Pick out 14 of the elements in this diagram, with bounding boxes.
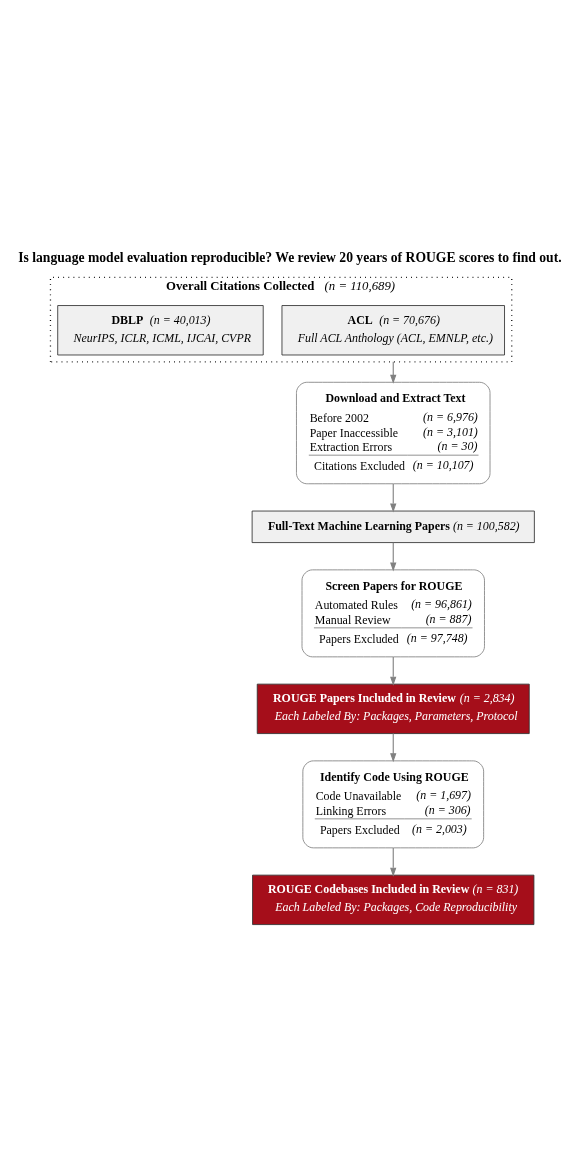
arrow	[390, 542, 397, 572]
arrow	[390, 656, 397, 686]
node-box: ROUGE Codebases Included in Review (n = 831) Each Labeled By: Packages, Code Reproducibility	[252, 874, 535, 925]
arrow	[390, 483, 397, 513]
arrow	[390, 733, 397, 763]
node-box: ACL (n = 70,676) Full ACL Anthology (ACL, EMNLP, etc.)	[281, 305, 505, 356]
node-box: Full-Text Machine Learning Papers (n = 100,582)	[251, 510, 535, 543]
arrow	[390, 847, 397, 877]
node-box: Screen Papers for ROUGE Automated Rules (n = 96,861) Manual Review (n = 887) Papers Excluded (n = 97,748)	[301, 569, 485, 658]
diagram-title: Is language model evaluation reproducible? We review 20 years of ROUGE scores to find out.	[18, 249, 562, 265]
node-box: Download and Extract Text Before 2002 (n = 6,976) Paper Inaccessible (n = 3,101) Extraction Errors (n = 30) Citations Excluded (n = 10,107)	[296, 381, 491, 485]
node-box: ROUGE Papers Included in Review (n = 2,834) Each Labeled By: Packages, Parameters, Protocol	[256, 683, 530, 734]
node-box: DBLP (n = 40,013) NeurIPS, ICLR, ICML, IJCAI, CVPR	[57, 305, 264, 356]
node-box: Identify Code Using ROUGE Code Unavailable (n = 1,697) Linking Errors (n = 306) Papers Excluded (n = 2,003)	[302, 760, 485, 849]
